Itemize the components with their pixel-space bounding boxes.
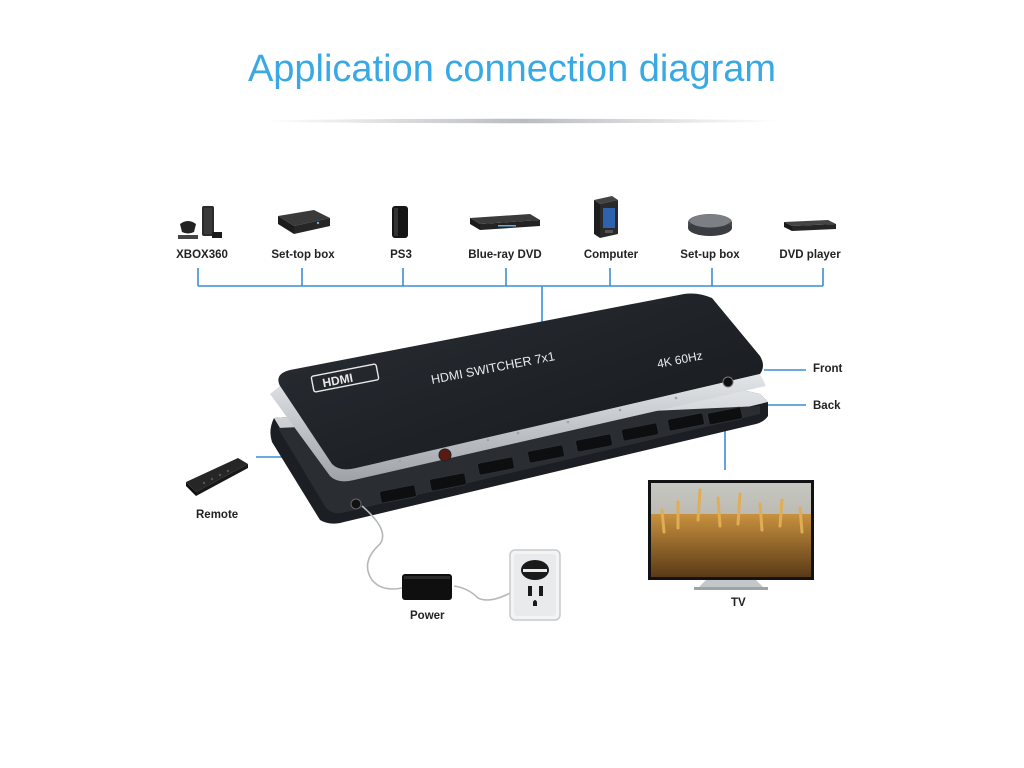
remote-label: Remote <box>196 509 239 521</box>
source-label-dvd-player: DVD player <box>779 249 841 261</box>
hdmi-port-in4 <box>621 422 659 442</box>
switcher-brand: HDMI <box>321 371 354 391</box>
hdmi-port-in1 <box>429 472 467 492</box>
xbox360-icon <box>178 206 222 239</box>
computer-tower-icon <box>594 196 618 238</box>
dc-power-jack <box>350 498 362 510</box>
source-label-xbox360: XBOX360 <box>176 249 228 261</box>
power-led <box>438 448 452 462</box>
wall-outlet-icon <box>509 549 561 621</box>
set-up-box-icon <box>688 214 732 236</box>
front-indicator-leds <box>398 396 678 463</box>
blu-ray-player-icon <box>470 214 540 230</box>
hdmi-port-in7 <box>477 456 515 476</box>
power-adapter-icon <box>402 574 452 600</box>
source-label-computer: Computer <box>583 249 639 261</box>
tv-display-icon <box>648 480 814 590</box>
power-label: Power <box>410 610 445 622</box>
source-label-blue-ray-dvd: Blue-ray DVD <box>468 249 542 261</box>
hdmi-port-in3 <box>667 412 705 432</box>
ps3-icon <box>392 206 408 238</box>
source-label-set-up-box: Set-up box <box>680 249 740 261</box>
hdmi-switcher: HDMI HDMI SWITCHER 7x1 4K 60Hz <box>270 293 768 524</box>
set-top-box-icon <box>278 210 330 234</box>
hdmi-port-in6 <box>527 444 565 464</box>
dvd-player-icon <box>784 220 836 231</box>
source-label-set-top-box: Set-top box <box>271 249 335 261</box>
hdmi-port-in2 <box>379 484 417 504</box>
front-label: Front <box>813 363 843 375</box>
power-cable <box>361 505 513 601</box>
remote-control-icon <box>186 458 248 496</box>
tv-label: TV <box>731 597 746 609</box>
back-label: Back <box>813 400 841 412</box>
title-underline <box>262 118 782 124</box>
hdmi-port-out <box>707 406 743 426</box>
diagram-title: Application connection diagram <box>247 48 777 90</box>
source-label-ps3: PS3 <box>390 249 412 261</box>
hdmi-port-in5 <box>575 433 613 453</box>
front-ir-sensor <box>722 376 734 388</box>
